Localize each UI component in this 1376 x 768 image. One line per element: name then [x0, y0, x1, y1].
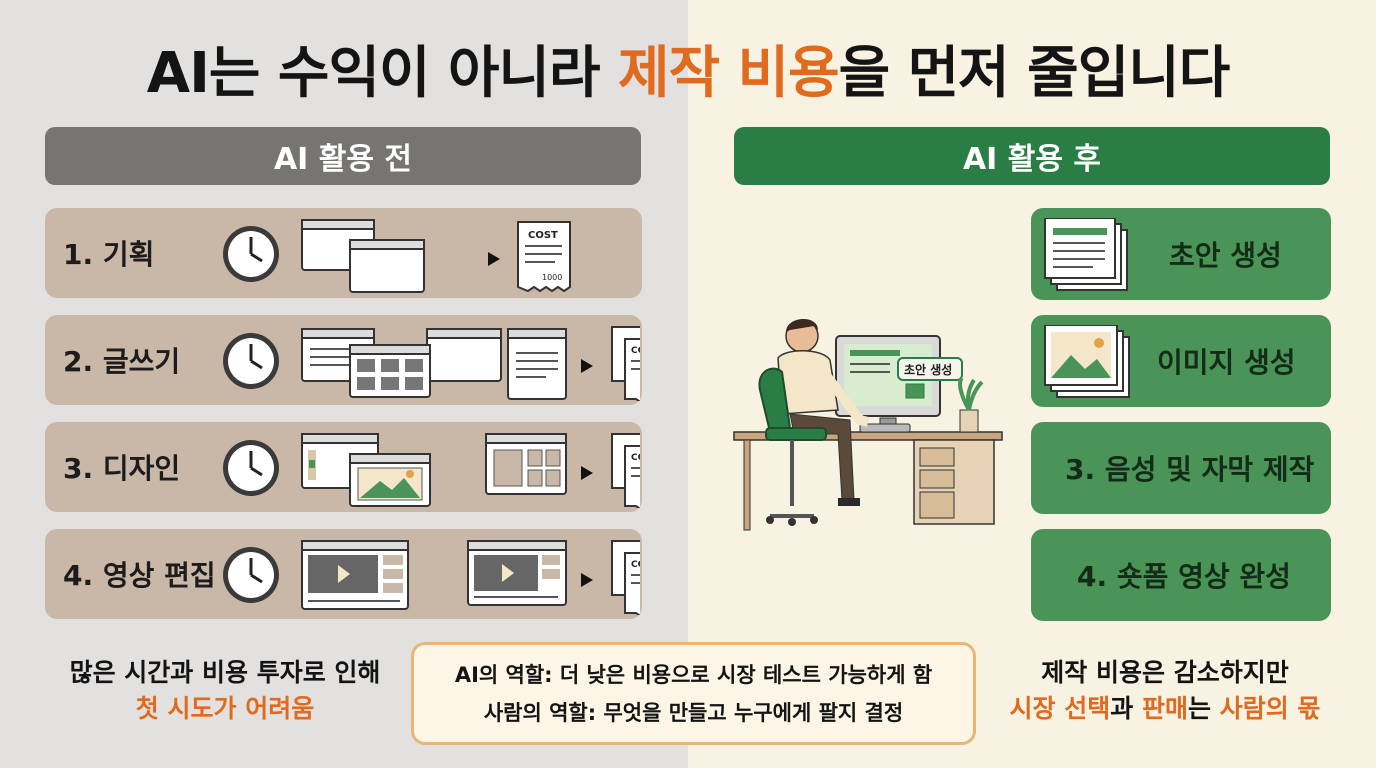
arrow-icon — [488, 252, 500, 266]
step-label: 3. 디자인 — [63, 452, 181, 485]
note-roles-human: 사람의 역할: 무엇을 만들고 누구에게 팔지 결정 — [483, 700, 904, 725]
plant-icon — [958, 376, 984, 433]
note-after-seg5: 사람의 몫 — [1219, 694, 1321, 723]
receipt-stack-icon: COST 1400 — [611, 326, 640, 401]
note-after-seg1: 시장 선택 — [1009, 694, 1111, 723]
office-chair — [758, 367, 827, 526]
speech-bubble: 초안 생성 — [897, 357, 963, 399]
after-header: AI 활용 후 — [734, 127, 1330, 185]
clock-icon — [223, 440, 279, 496]
receipt-title: COST — [631, 560, 640, 570]
note-before-line2: 첫 시도가 어려움 — [135, 694, 315, 723]
result-draft-generation: 초안 생성 — [1031, 208, 1331, 300]
note-after-line1: 제작 비용은 감소하지만 — [1041, 658, 1289, 687]
note-after: 제작 비용은 감소하지만 시장 선택과 판매는 사람의 몫 — [960, 655, 1370, 727]
grid-window-icon — [349, 344, 431, 398]
document-icon — [1044, 218, 1128, 291]
title-part1: AI는 수익이 아니라 — [146, 41, 619, 106]
image-icon — [1044, 325, 1130, 398]
layout-window-icon — [485, 433, 567, 495]
browser-window-icon — [426, 328, 502, 382]
result-label: 이미지 생성 — [1157, 346, 1296, 379]
step-label: 4. 영상 편집 — [63, 559, 216, 592]
title-part2: 을 먼저 줄입니다 — [838, 41, 1231, 106]
page-title: AI는 수익이 아니라 제작 비용을 먼저 줄입니다 — [0, 28, 1376, 109]
step-label: 1. 기획 — [63, 238, 155, 271]
note-roles-ai: AI의 역할: 더 낮은 비용으로 시장 테스트 가능하게 함 — [454, 662, 933, 687]
result-shortform-video: 4. 숏폼 영상 완성 — [1031, 529, 1331, 621]
note-after-seg2: 과 — [1110, 694, 1142, 723]
step-design: 3. 디자인 COST 1900 — [45, 422, 642, 512]
note-after-seg3: 판매 — [1141, 694, 1188, 723]
workflow-illustration: COST 1400 — [301, 326, 640, 401]
video-editor-icon — [467, 540, 567, 606]
arrow-icon — [581, 466, 593, 480]
note-before-line1: 많은 시간과 비용 투자로 인해 — [69, 658, 381, 687]
arrow-icon — [581, 359, 593, 373]
receipt-icon: COST 1000 — [517, 221, 571, 293]
browser-window-icon — [349, 239, 425, 293]
result-voice-subtitle: 3. 음성 및 자막 제작 — [1031, 422, 1331, 514]
title-highlight: 제작 비용 — [618, 41, 840, 106]
result-label: 초안 생성 — [1169, 239, 1282, 272]
document-window-icon — [507, 328, 567, 400]
workflow-illustration: COST 1000 — [301, 219, 571, 293]
arrow-icon — [581, 573, 593, 587]
image-window-icon — [349, 453, 431, 507]
note-before: 많은 시간과 비용 투자로 인해 첫 시도가 어려움 — [30, 655, 420, 727]
result-label: 3. 음성 및 자막 제작 — [1065, 453, 1315, 486]
monitor — [835, 335, 941, 433]
step-planning: 1. 기획 COST 1000 — [45, 208, 642, 298]
step-label: 2. 글쓰기 — [63, 345, 181, 378]
before-header: AI 활용 전 — [45, 127, 641, 185]
workflow-illustration: COST 1400 — [301, 540, 640, 615]
note-after-seg4: 는 — [1188, 694, 1220, 723]
person-at-desk-illustration: 초안 생성 — [733, 318, 1003, 531]
result-image-generation: 이미지 생성 — [1031, 315, 1331, 407]
receipt-stack-icon: COST 1900 — [611, 433, 640, 508]
clock-icon — [223, 333, 279, 389]
step-video-editing: 4. 영상 편집 COST 1400 — [45, 529, 642, 619]
workflow-illustration: COST 1900 — [301, 433, 640, 508]
scene-bubble-text: 초안 생성 — [904, 362, 952, 377]
receipt-stack-icon: COST 1400 — [611, 540, 640, 615]
clock-icon — [223, 226, 279, 282]
step-writing: 2. 글쓰기 COST 1400 — [45, 315, 642, 405]
clock-icon — [223, 547, 279, 603]
result-label: 4. 숏폼 영상 완성 — [1077, 560, 1291, 593]
note-after-line2: 시장 선택과 판매는 사람의 몫 — [960, 691, 1370, 727]
desk — [733, 431, 1003, 531]
video-editor-icon — [301, 540, 409, 610]
note-roles: AI의 역할: 더 낮은 비용으로 시장 테스트 가능하게 함 사람의 역할: … — [411, 642, 976, 745]
receipt-title: COST — [631, 453, 640, 463]
receipt-amount: 1000 — [542, 273, 562, 282]
receipt-title: COST — [528, 230, 558, 241]
receipt-title: COST — [631, 346, 640, 356]
